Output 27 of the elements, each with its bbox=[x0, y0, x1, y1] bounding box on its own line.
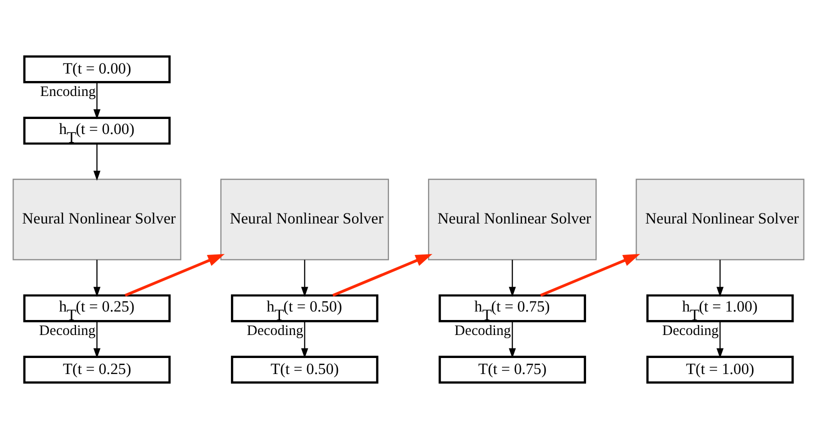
arrow bbox=[716, 259, 724, 296]
arrow bbox=[93, 320, 100, 358]
arrow bbox=[508, 320, 516, 358]
arrow bbox=[93, 82, 100, 119]
arrow bbox=[540, 253, 640, 296]
arrow bbox=[124, 253, 225, 296]
node-box: T(t = 1.00) bbox=[646, 355, 794, 384]
edge-label: Decoding bbox=[39, 322, 96, 339]
edge-label: Decoding bbox=[454, 322, 511, 339]
node-box: T(t = 0.00) bbox=[23, 54, 171, 83]
arrow bbox=[332, 253, 432, 296]
arrow bbox=[301, 320, 308, 358]
edge-label: Decoding bbox=[662, 322, 719, 339]
node-box: Neural Nonlinear Solver bbox=[12, 178, 182, 260]
arrow bbox=[508, 259, 516, 296]
node-box: T(t = 0.25) bbox=[23, 355, 171, 384]
node-box: T(t = 0.50) bbox=[230, 355, 378, 384]
arrow bbox=[93, 143, 100, 180]
edge-label: Decoding bbox=[246, 322, 304, 339]
arrow bbox=[301, 259, 308, 296]
edge-label: Encoding bbox=[40, 84, 96, 100]
arrow bbox=[716, 320, 724, 358]
node-box: Neural Nonlinear Solver bbox=[220, 178, 389, 260]
node-box: Neural Nonlinear Solver bbox=[636, 178, 804, 260]
arrow bbox=[93, 259, 100, 296]
node-box: Neural Nonlinear Solver bbox=[428, 178, 597, 260]
node-box: T(t = 0.75) bbox=[438, 355, 586, 384]
